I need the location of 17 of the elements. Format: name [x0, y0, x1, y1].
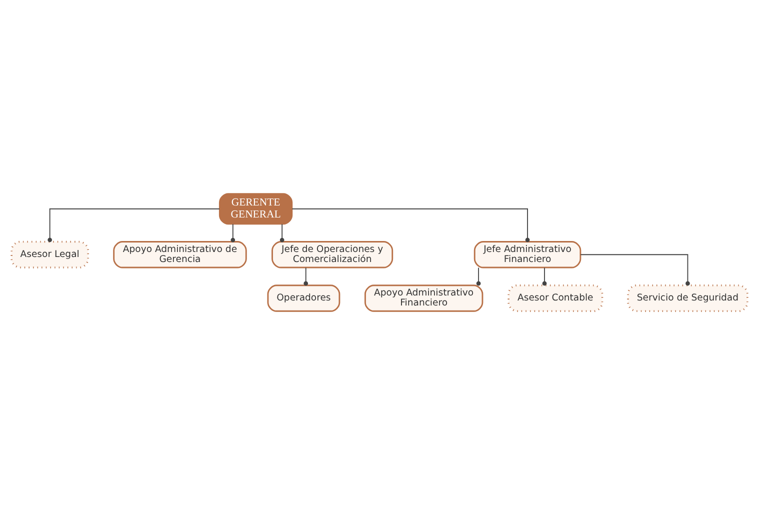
- connector: [292, 208, 530, 242]
- connector: [304, 267, 308, 286]
- connector: [476, 267, 481, 286]
- node-box: Servicio de Seguridad: [627, 284, 748, 312]
- node-box: Jefe Administrativo Financiero: [474, 241, 582, 268]
- connector: [542, 267, 547, 286]
- node-box: Operadores: [267, 284, 340, 312]
- connector: [580, 254, 690, 286]
- node-box: Asesor Contable: [508, 284, 604, 312]
- node-box: Apoyo Administrativo de Gerencia: [113, 241, 247, 268]
- node-box: Jefe de Operaciones y Comercialización: [272, 241, 394, 268]
- connector: [280, 224, 284, 242]
- connector: [48, 208, 220, 242]
- node-box: GERENTE GENERAL: [218, 193, 293, 225]
- node-box: Asesor Legal: [10, 240, 89, 268]
- node-box: Apoyo Administrativo Financiero: [364, 284, 484, 312]
- connector: [230, 224, 236, 242]
